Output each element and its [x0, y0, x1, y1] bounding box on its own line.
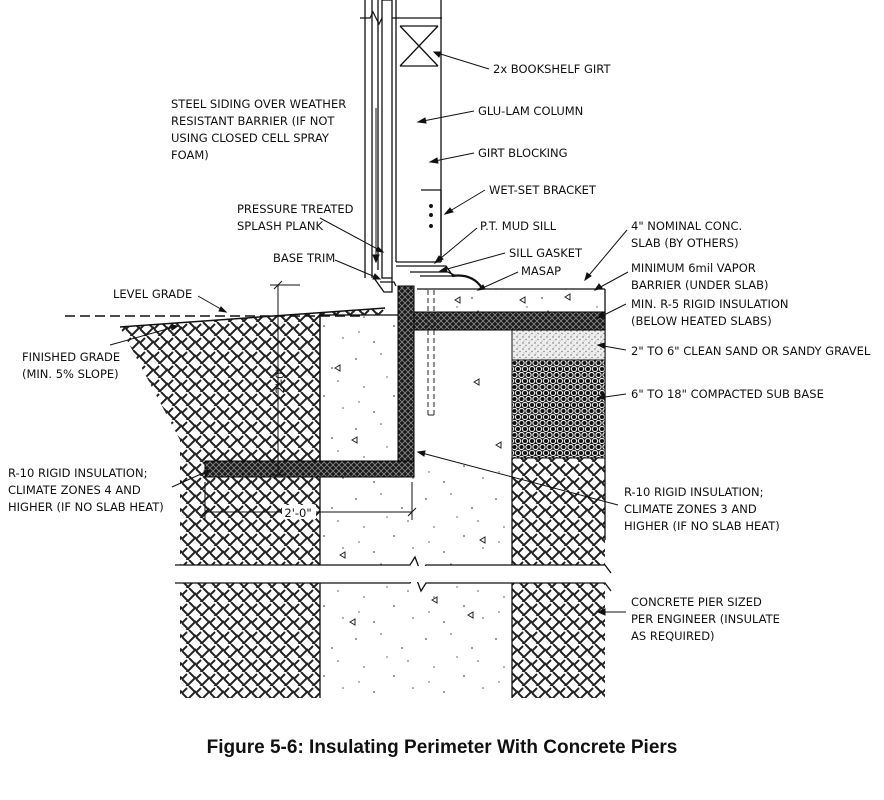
- label-girt-blocking: GIRT BLOCKING: [478, 146, 568, 160]
- dimension-vertical-text: 2'-0": [273, 366, 287, 393]
- label-finished-grade: FINISHED GRADE (MIN. 5% SLOPE): [22, 350, 124, 381]
- label-glulam-column: GLU-LAM COLUMN: [478, 104, 583, 118]
- label-wet-set-bracket: WET-SET BRACKET: [489, 183, 597, 197]
- label-steel-siding: STEEL SIDING OVER WEATHER RESISTANT BARR…: [171, 97, 350, 162]
- label-splash-plank: PRESSURE TREATED SPLASH PLANK: [237, 202, 357, 233]
- concrete-pier: [319, 314, 513, 698]
- sub-base-layer: [511, 359, 606, 459]
- annotations: 2x BOOKSHELF GIRT STEEL SIDING OVER WEAT…: [8, 62, 871, 643]
- wall-assembly: [364, 0, 483, 293]
- label-slab: 4" NOMINAL CONC. SLAB (BY OTHERS): [631, 219, 746, 250]
- dimension-lines: [200, 280, 417, 520]
- label-base-trim: BASE TRIM: [273, 251, 335, 265]
- label-sand: 2" TO 6" CLEAN SAND OR SANDY GRAVEL: [631, 344, 871, 358]
- grade-lines: [65, 307, 386, 328]
- label-r10-zone4: R-10 RIGID INSULATION; CLIMATE ZONES 4 A…: [8, 466, 164, 514]
- label-sub-base: 6" TO 18" COMPACTED SUB BASE: [631, 387, 824, 401]
- label-bookshelf-girt: 2x BOOKSHELF GIRT: [493, 62, 611, 76]
- label-masap: MASAP: [521, 264, 561, 278]
- anchor-bracket: [427, 290, 435, 416]
- break-lines: [175, 10, 612, 593]
- figure-caption: Figure 5-6: Insulating Perimeter With Co…: [206, 737, 678, 758]
- leader-lines: [109, 51, 629, 616]
- label-rigid-r5: MIN. R-5 RIGID INSULATION (BELOW HEATED …: [631, 297, 792, 328]
- label-pier: CONCRETE PIER SIZED PER ENGINEER (INSULA…: [631, 595, 784, 643]
- rigid-insulation: [204, 285, 606, 478]
- sand-layer: [511, 329, 606, 361]
- label-r10-zone3: R-10 RIGID INSULATION; CLIMATE ZONES 3 A…: [624, 485, 780, 533]
- dimension-horizontal-text: 2'-0": [284, 506, 311, 520]
- label-level-grade: LEVEL GRADE: [113, 287, 192, 301]
- label-sill-gasket: SILL GASKET: [509, 246, 583, 260]
- label-vapor-barrier: MINIMUM 6mil VAPOR BARRIER (UNDER SLAB): [631, 261, 769, 292]
- label-mud-sill: P.T. MUD SILL: [480, 219, 557, 233]
